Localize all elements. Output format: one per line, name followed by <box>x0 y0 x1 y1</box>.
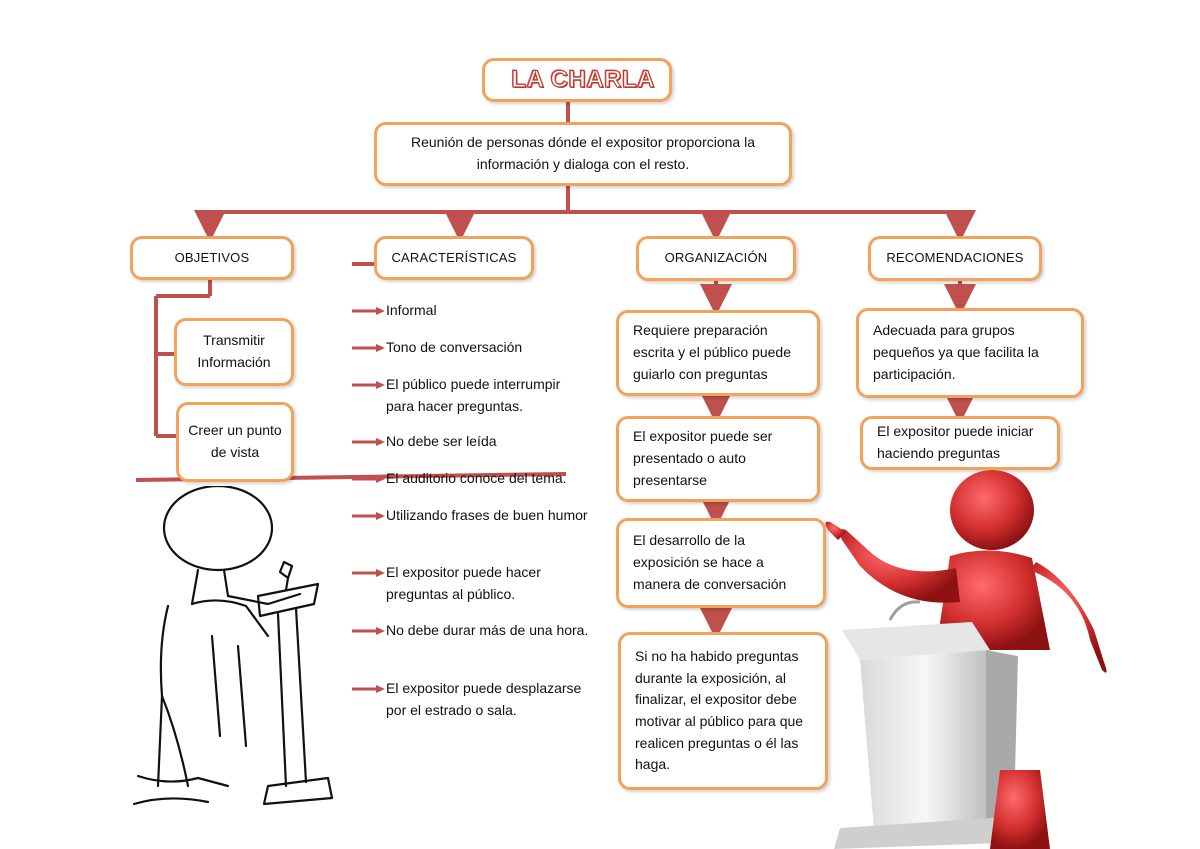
organizacion-item: El desarrollo de la exposición se hace a… <box>616 518 826 608</box>
list-item-text: No debe durar más de una hora. <box>386 622 589 638</box>
list-item: Utilizando frases de buen humor <box>352 505 592 527</box>
speaker-sketch-illustration <box>132 486 334 806</box>
list-item-text: Utilizando frases de buen humor <box>386 507 588 523</box>
list-item-text: No debe ser leída <box>386 433 497 449</box>
organizacion-item: El expositor puede ser presentado o auto… <box>616 416 820 502</box>
arrow-right-icon <box>352 344 385 352</box>
list-item: No debe ser leída <box>352 431 592 453</box>
list-item-text: Informal <box>386 302 437 318</box>
objetivos-header: OBJETIVOS <box>130 236 294 280</box>
arrow-right-icon <box>352 438 385 446</box>
arrow-right-icon <box>352 512 385 520</box>
arrow-right-icon <box>352 381 385 389</box>
list-item-text: El auditorio conoce del tema. <box>386 470 567 486</box>
organizacion-item-text: Requiere preparación escrita y el públic… <box>633 322 791 382</box>
list-item: El público puede interrumpir para hacer … <box>352 374 592 417</box>
list-item: Informal <box>352 300 592 322</box>
objetivos-item: Creer un punto de vista <box>176 402 294 482</box>
recomendaciones-item: Adecuada para grupos pequeños ya que fac… <box>856 308 1084 398</box>
list-item-text: El expositor puede hacer preguntas al pú… <box>386 564 541 602</box>
list-item: Tono de conversación <box>352 337 592 359</box>
list-item-text: El público puede interrumpir para hacer … <box>386 376 561 414</box>
recomendaciones-header: RECOMENDACIONES <box>868 236 1042 281</box>
organizacion-item: Requiere preparación escrita y el públic… <box>616 310 820 396</box>
objetivos-item: Transmitir Información <box>174 318 294 386</box>
list-item: El expositor puede hacer preguntas al pú… <box>352 562 592 605</box>
objetivos-item-text: Transmitir Información <box>197 332 271 370</box>
recomendaciones-label: RECOMENDACIONES <box>886 250 1024 266</box>
list-item: El expositor puede desplazarse por el es… <box>352 678 592 721</box>
arrow-right-icon <box>352 627 385 635</box>
caracteristicas-header: CARACTERÍSTICAS <box>374 236 534 280</box>
definition-box: Reunión de personas dónde el expositor p… <box>374 122 792 186</box>
caracteristicas-label: CARACTERÍSTICAS <box>391 249 517 265</box>
objetivos-label: OBJETIVOS <box>174 249 250 265</box>
title-box: LA CHARLA <box>482 58 672 102</box>
recomendaciones-item-text: El expositor puede iniciar haciendo preg… <box>877 423 1034 461</box>
organizacion-item: Si no ha habido preguntas durante la exp… <box>618 632 828 790</box>
list-item-text: El expositor puede desplazarse por el es… <box>386 680 582 718</box>
list-item-text: Tono de conversación <box>386 339 523 355</box>
list-item: El auditorio conoce del tema. <box>352 468 592 490</box>
arrow-right-icon <box>352 475 385 483</box>
recomendaciones-item-text: Adecuada para grupos pequeños ya que fac… <box>873 322 1039 382</box>
arrow-right-icon <box>352 685 385 693</box>
organizacion-label: ORGANIZACIÓN <box>664 250 768 266</box>
organizacion-item-text: El desarrollo de la exposición se hace a… <box>633 532 787 592</box>
arrow-right-icon <box>352 307 385 315</box>
objetivos-item-text: Creer un punto de vista <box>188 422 282 460</box>
organizacion-item-text: Si no ha habido preguntas durante la exp… <box>635 647 804 773</box>
red-3d-speaker-illustration <box>825 470 1107 849</box>
organizacion-header: ORGANIZACIÓN <box>636 236 796 281</box>
arrow-right-icon <box>352 569 385 577</box>
recomendaciones-item: El expositor puede iniciar haciendo preg… <box>860 416 1060 470</box>
diagram-title: LA CHARLA <box>511 66 655 94</box>
organizacion-item-text: El expositor puede ser presentado o auto… <box>633 428 773 488</box>
list-item: No debe durar más de una hora. <box>352 620 592 642</box>
definition-text: Reunión de personas dónde el expositor p… <box>410 134 755 172</box>
